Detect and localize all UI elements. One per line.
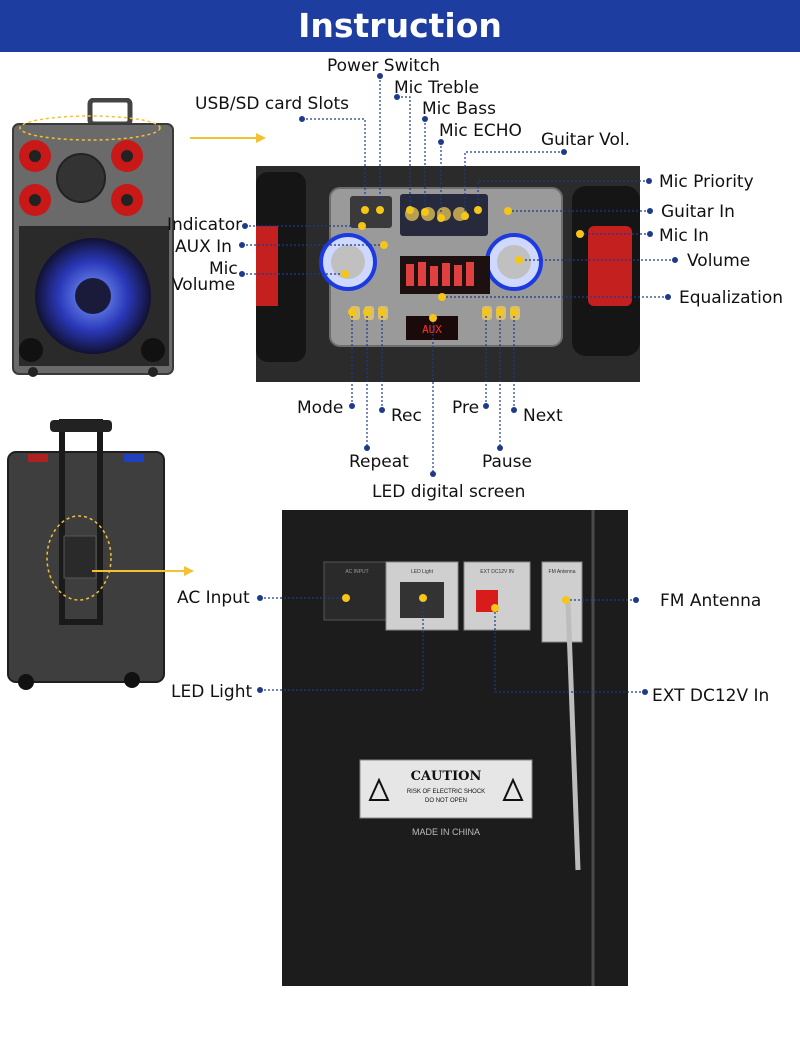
- label-power-switch: Power Switch: [327, 56, 441, 76]
- made-in-text: MADE IN CHINA: [412, 827, 480, 837]
- jack-label-ac: AC INPUT: [345, 569, 368, 575]
- label-mic-volume-1: Mic: [209, 259, 238, 279]
- label-usb-sd-slots: USB/SD card Slots: [195, 94, 349, 114]
- header-bar: [0, 0, 800, 52]
- label-volume: Volume: [687, 251, 751, 271]
- label-mic-in: Mic In: [659, 226, 709, 246]
- label-mic-treble: Mic Treble: [394, 78, 480, 98]
- label-mic-echo: Mic ECHO: [439, 121, 522, 141]
- label-mic-priority: Mic Priority: [659, 172, 754, 192]
- label-repeat: Repeat: [349, 452, 409, 472]
- label-next: Next: [523, 406, 563, 426]
- label-mode: Mode: [297, 398, 344, 418]
- rear-speaker-image: [7, 419, 165, 690]
- jack-label-fm: FM Antenna: [549, 569, 576, 575]
- panel-screen-text: AUX: [422, 323, 442, 336]
- caution-title: CAUTION: [411, 769, 482, 784]
- rear-panel-image: AC INPUT LED Light EXT DC12V IN FM Anten…: [282, 510, 628, 986]
- label-rec: Rec: [391, 406, 422, 426]
- label-aux-in: AUX In: [175, 237, 232, 257]
- label-mic-bass: Mic Bass: [422, 99, 496, 119]
- label-led-light: LED Light: [171, 682, 253, 702]
- label-mic-volume-2: Volume: [172, 275, 236, 295]
- label-pause: Pause: [482, 452, 532, 472]
- caution-line-2: DO NOT OPEN: [425, 798, 467, 804]
- jack-label-led: LED Light: [411, 569, 434, 575]
- label-indicator: Indicator: [167, 215, 243, 235]
- label-guitar-in: Guitar In: [661, 202, 735, 222]
- label-ext-dc12v-in: EXT DC12V In: [652, 686, 770, 706]
- caution-line-1: RISK OF ELECTRIC SHOCK: [407, 789, 485, 795]
- label-ac-input: AC Input: [177, 588, 250, 608]
- label-pre: Pre: [452, 398, 480, 418]
- page-title: Instruction: [298, 6, 502, 45]
- control-panel-image: AUX: [256, 166, 640, 382]
- label-guitar-vol: Guitar Vol.: [541, 130, 630, 150]
- label-led-screen: LED digital screen: [372, 482, 526, 502]
- label-fm-antenna: FM Antenna: [660, 591, 762, 611]
- jack-label-dc: EXT DC12V IN: [480, 569, 514, 575]
- label-equalization: Equalization: [679, 288, 784, 308]
- front-speaker-image: [12, 98, 174, 377]
